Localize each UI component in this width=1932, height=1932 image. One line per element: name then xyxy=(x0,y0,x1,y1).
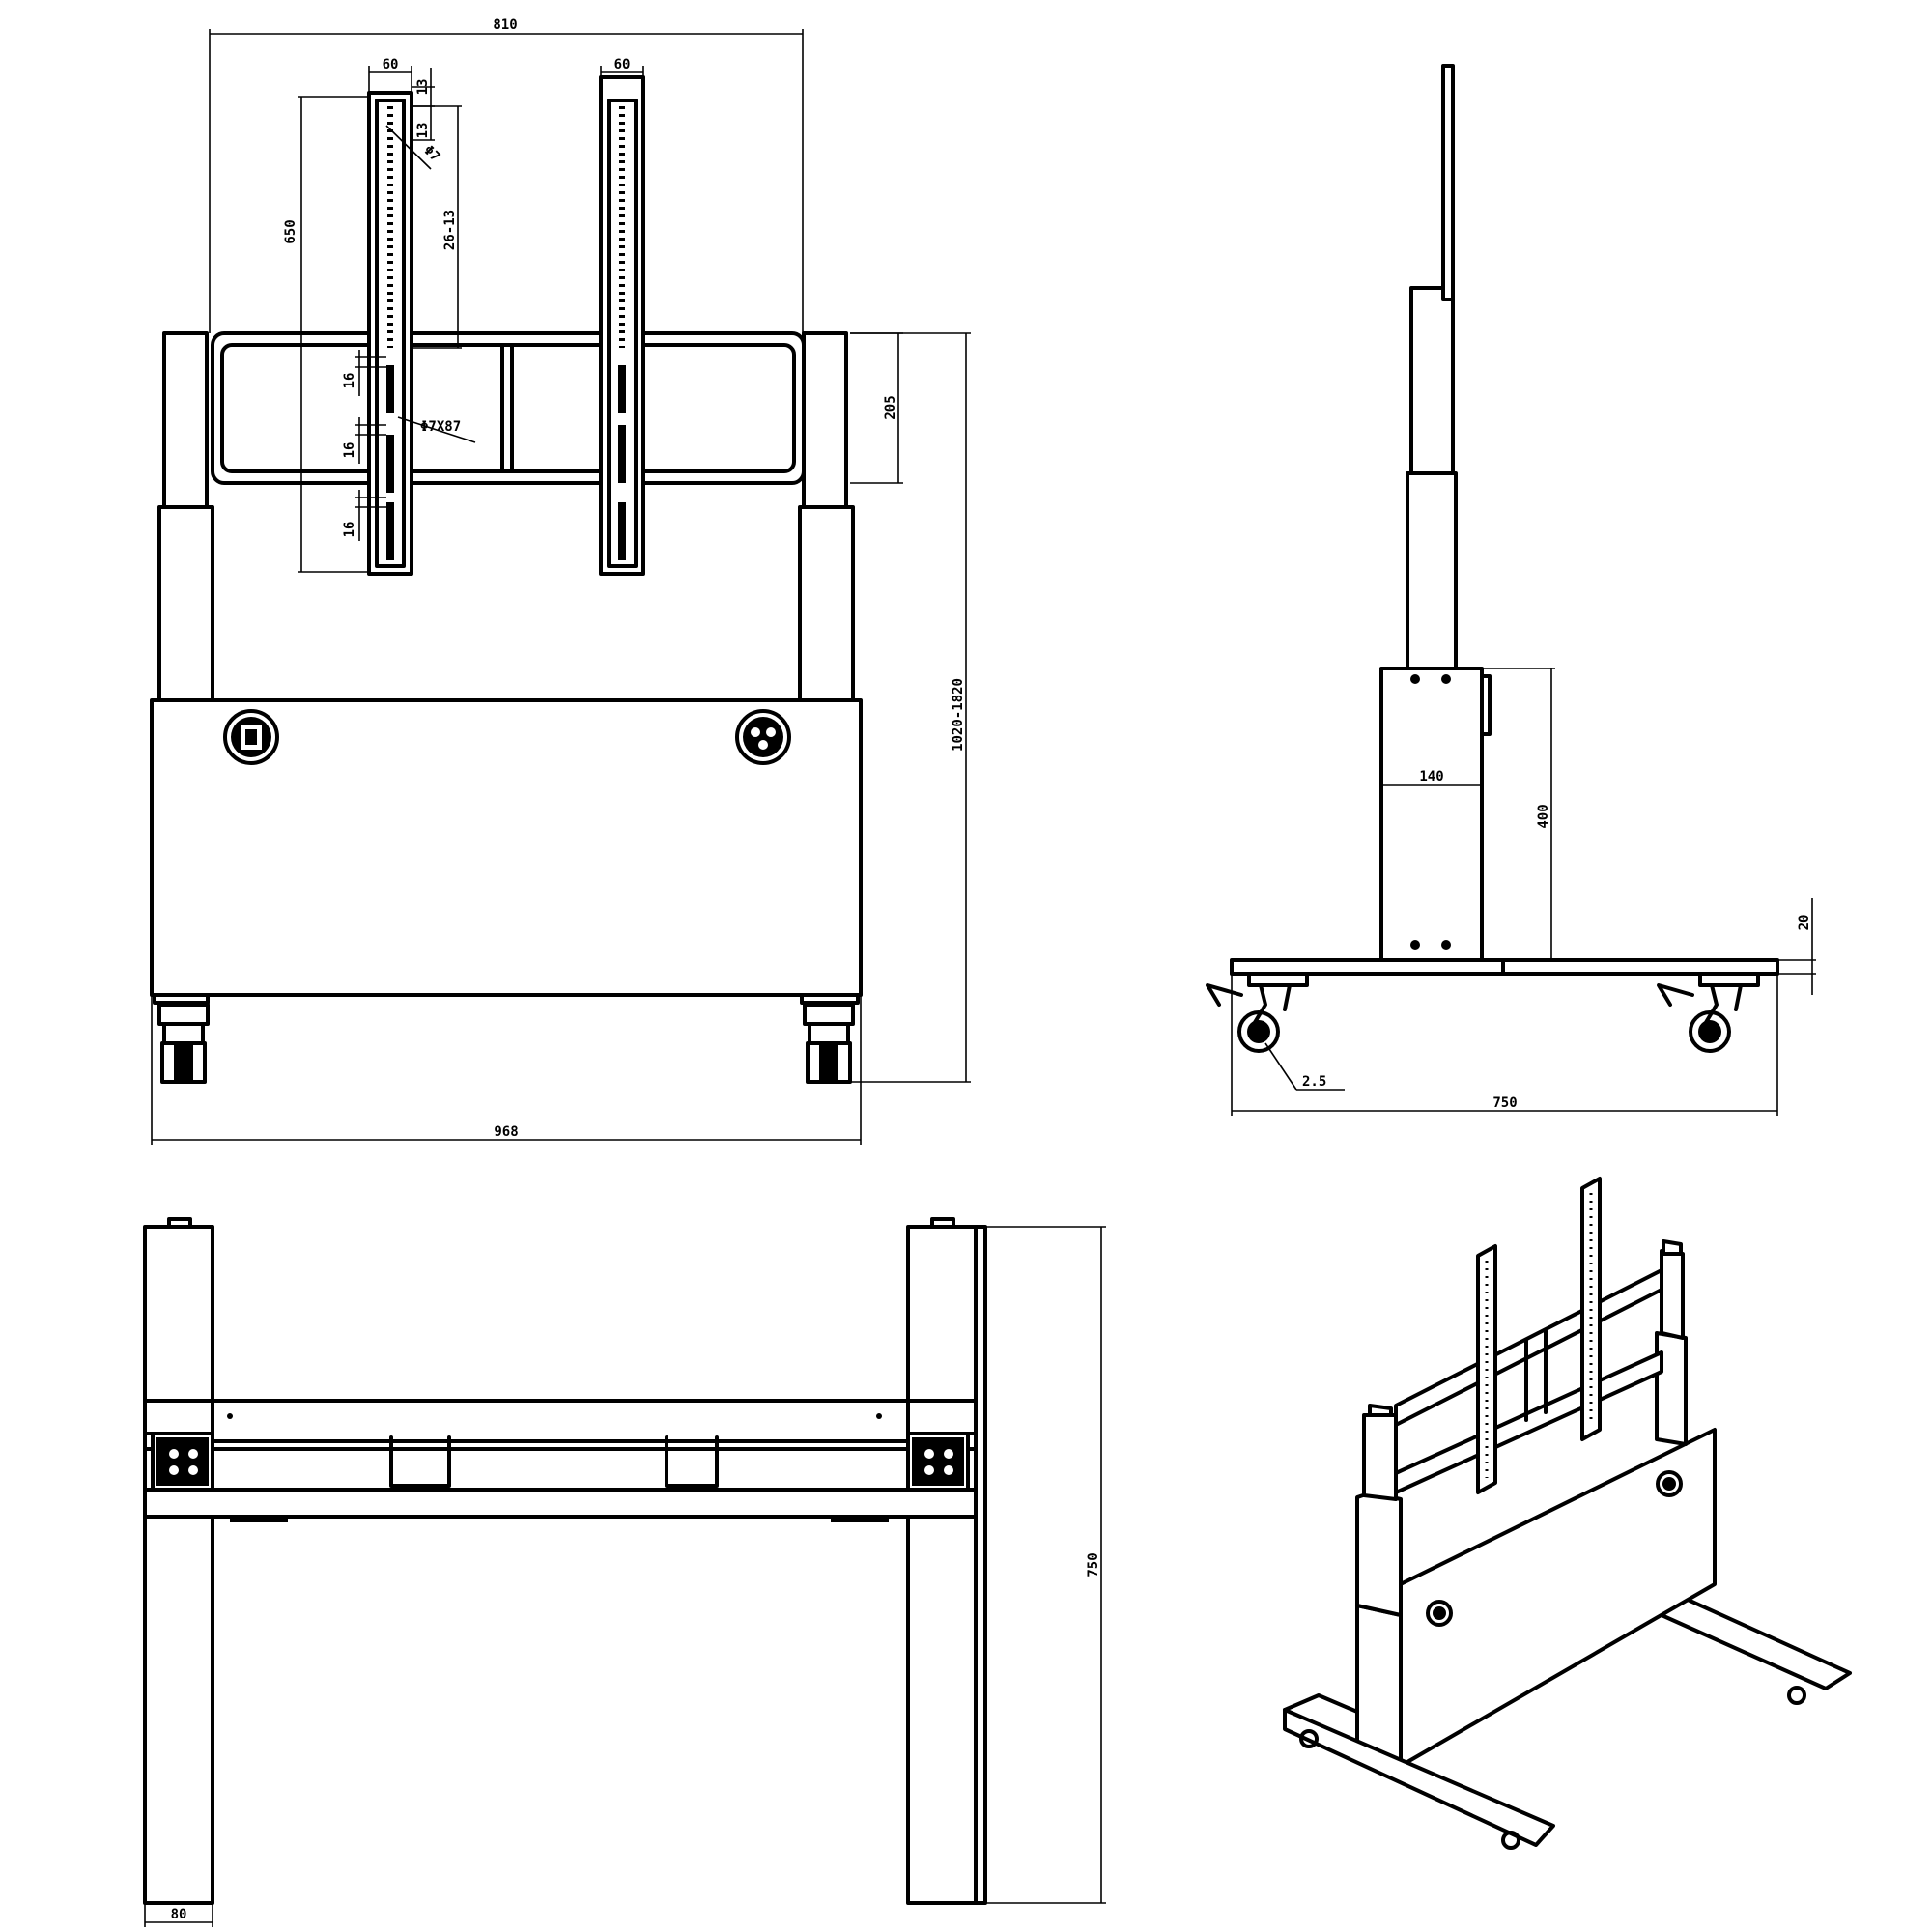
top-left-column-block xyxy=(143,1399,214,1492)
dim-pole-width-right: 60 xyxy=(614,57,631,72)
iso-right-foot xyxy=(1660,1597,1852,1690)
side-cabinet xyxy=(1379,667,1484,962)
dim-hole-spacing-second: 13 xyxy=(415,123,431,139)
dim-slot-spacing-2: 16 xyxy=(342,442,357,459)
multi-socket-icon xyxy=(735,709,791,765)
side-dimensions: 140 400 20 2.5 750 xyxy=(1231,668,1816,1116)
dim-hole-spacing-top: 13 xyxy=(415,79,431,96)
front-cabinet xyxy=(150,698,863,997)
isometric-view xyxy=(1283,1177,1852,1850)
top-right-column-block xyxy=(906,1399,978,1492)
front-left-column-lower xyxy=(157,505,214,702)
dim-leg-width: 80 xyxy=(171,1907,187,1922)
side-left-caster xyxy=(1206,972,1309,1053)
side-mount-pole xyxy=(1441,64,1455,301)
front-dimensions: 810 60 60 13 13 Φ7 650 xyxy=(151,17,971,1145)
front-mount-frame xyxy=(211,331,806,485)
front-left-pole-holes xyxy=(386,106,394,560)
dim-base-width: 968 xyxy=(494,1124,518,1140)
front-left-caster xyxy=(157,1003,210,1084)
dim-slot-spacing-1: 16 xyxy=(342,373,357,389)
iso-left-column xyxy=(1355,1404,1403,1617)
top-left-leg xyxy=(143,1225,214,1905)
side-column-top xyxy=(1409,286,1455,475)
side-right-caster xyxy=(1657,972,1760,1053)
dim-top-depth: 750 xyxy=(1086,1552,1101,1577)
iso-left-foot xyxy=(1283,1708,1555,1847)
dim-vesa-height: 650 xyxy=(283,219,298,243)
top-right-leg xyxy=(906,1225,978,1905)
dim-frame-width: 810 xyxy=(493,17,517,33)
front-right-caster xyxy=(803,1003,855,1084)
front-right-column-lower xyxy=(798,505,855,702)
dim-total-height-range: 1020-1820 xyxy=(951,678,966,752)
top-dimensions: 750 80 xyxy=(144,1226,1106,1927)
dim-pole-width-left: 60 xyxy=(383,57,399,72)
front-view: 810 60 60 13 13 Φ7 650 xyxy=(150,17,971,1145)
dim-hole-pitch: 26-13 xyxy=(442,210,458,250)
iso-cabinet-side xyxy=(1355,1604,1403,1768)
dim-column-depth: 140 xyxy=(1419,769,1443,784)
front-right-column-upper xyxy=(802,331,848,509)
side-column-middle xyxy=(1406,471,1458,670)
power-socket-icon xyxy=(223,709,279,765)
dim-slot-size: Φ7X87 xyxy=(420,419,461,435)
side-view: 140 400 20 2.5 750 xyxy=(1206,64,1816,1116)
dim-frame-height: 205 xyxy=(883,395,898,419)
top-view: 750 80 xyxy=(143,1217,1106,1927)
iso-right-column xyxy=(1655,1239,1688,1446)
front-right-pole-holes xyxy=(618,106,626,560)
dim-slot-spacing-3: 16 xyxy=(342,522,357,538)
front-mount-frame-inner xyxy=(220,343,796,473)
dim-base-depth: 750 xyxy=(1492,1095,1517,1111)
front-left-column-upper xyxy=(162,331,209,509)
dim-caster-label: 2.5 xyxy=(1302,1074,1326,1090)
dim-base-thickness: 20 xyxy=(1797,915,1812,931)
dim-cabinet-height: 400 xyxy=(1536,804,1551,828)
